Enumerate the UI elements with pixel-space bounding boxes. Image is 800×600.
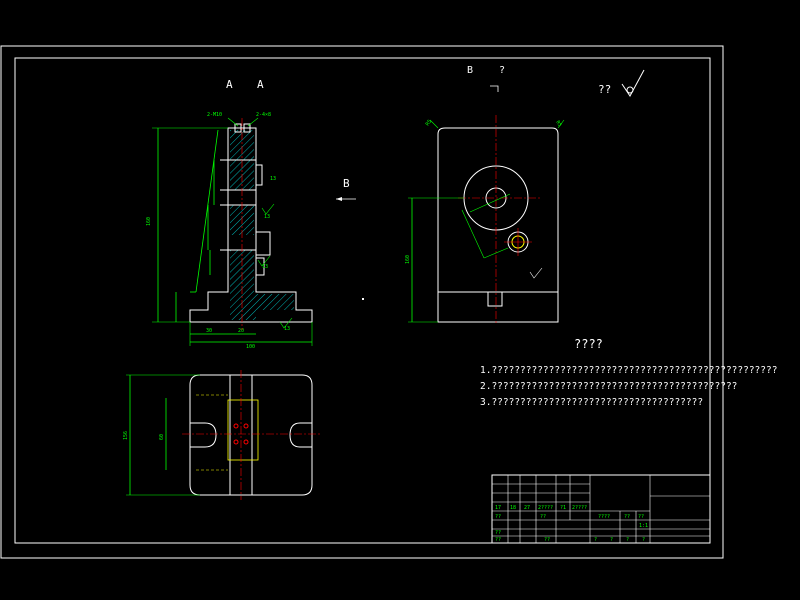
dim-side-13c: 13 [270,176,276,182]
technical-requirements: ???? 1.?????????????????????????????????… [480,337,777,408]
tb-bottom-3: ? [626,537,629,543]
plan-view: 156 60 [123,370,320,500]
dim-top-right: 2-4×8 [256,112,271,118]
tb-mid-1: ???? [598,514,610,520]
tb-mid-2: ?? [624,514,630,520]
view-b: B ? 160 R5 R5 [405,65,565,325]
dim-base-13: 13 [284,326,290,332]
view-b-arrow: B [336,177,364,300]
dim-radius-tl: R5 [425,119,433,127]
tb-r3c1b: ?? [495,537,501,543]
tb-bottom-1: ? [594,537,597,543]
roughness-label: ?? [598,83,611,96]
tb-r1c5: ?1 [560,505,566,511]
requirement-line-1: 1.??????????????????????????????????????… [480,365,777,376]
dim-top-left: 2-M10 [207,112,222,118]
tb-scale: 1:1 [639,523,648,529]
tb-r2c4: ?? [540,514,546,520]
tb-r3c1: ?? [495,530,501,536]
tb-r1c2: 18 [510,505,516,511]
section-label-a-left: A [226,78,233,91]
requirement-line-3: 3.????????????????????????????????????? [480,397,703,408]
tb-bottom-4: ? [642,537,645,543]
tb-r1c3: 27 [524,505,530,511]
dim-mid-20: 20 [238,328,244,334]
tb-r1c6: 2???? [572,505,587,511]
dim-left-30: 30 [206,328,212,334]
dim-right-height: 160 [405,255,411,264]
dim-height-main: 160 [146,217,152,226]
tb-r1c1: 17 [495,505,501,511]
view-b-arrow-label: B [343,177,350,190]
dim-plan-inner: 60 [159,434,165,440]
view-b-label-right: ? [499,65,505,76]
requirements-title: ???? [574,337,603,351]
title-block: 17 18 27 2???? ?1 2???? ?? ?? ?? ?? ?? ?… [491,474,711,544]
dim-width-base: 100 [246,344,255,350]
view-b-label-left: B [467,65,473,76]
dim-side-13b: 13 [262,264,268,270]
requirement-line-2: 2.??????????????????????????????????????… [480,381,737,392]
section-view-a: A A 160 100 [146,78,313,350]
tb-r2c1: ?? [495,514,501,520]
dim-plan-height: 156 [123,431,129,440]
outer-frame [0,45,724,559]
roughness-symbol: ?? [598,69,645,97]
dim-side-13a: 13 [264,214,270,220]
tb-mid-3: ?? [638,514,644,520]
tb-bottom-2: ? [610,537,613,543]
tb-r3c4: ?? [544,537,550,543]
section-label-a-right: A [257,78,264,91]
tb-r1c4: 2???? [538,505,553,511]
dim-radius-tr: R5 [554,120,562,128]
inner-frame [14,57,711,544]
